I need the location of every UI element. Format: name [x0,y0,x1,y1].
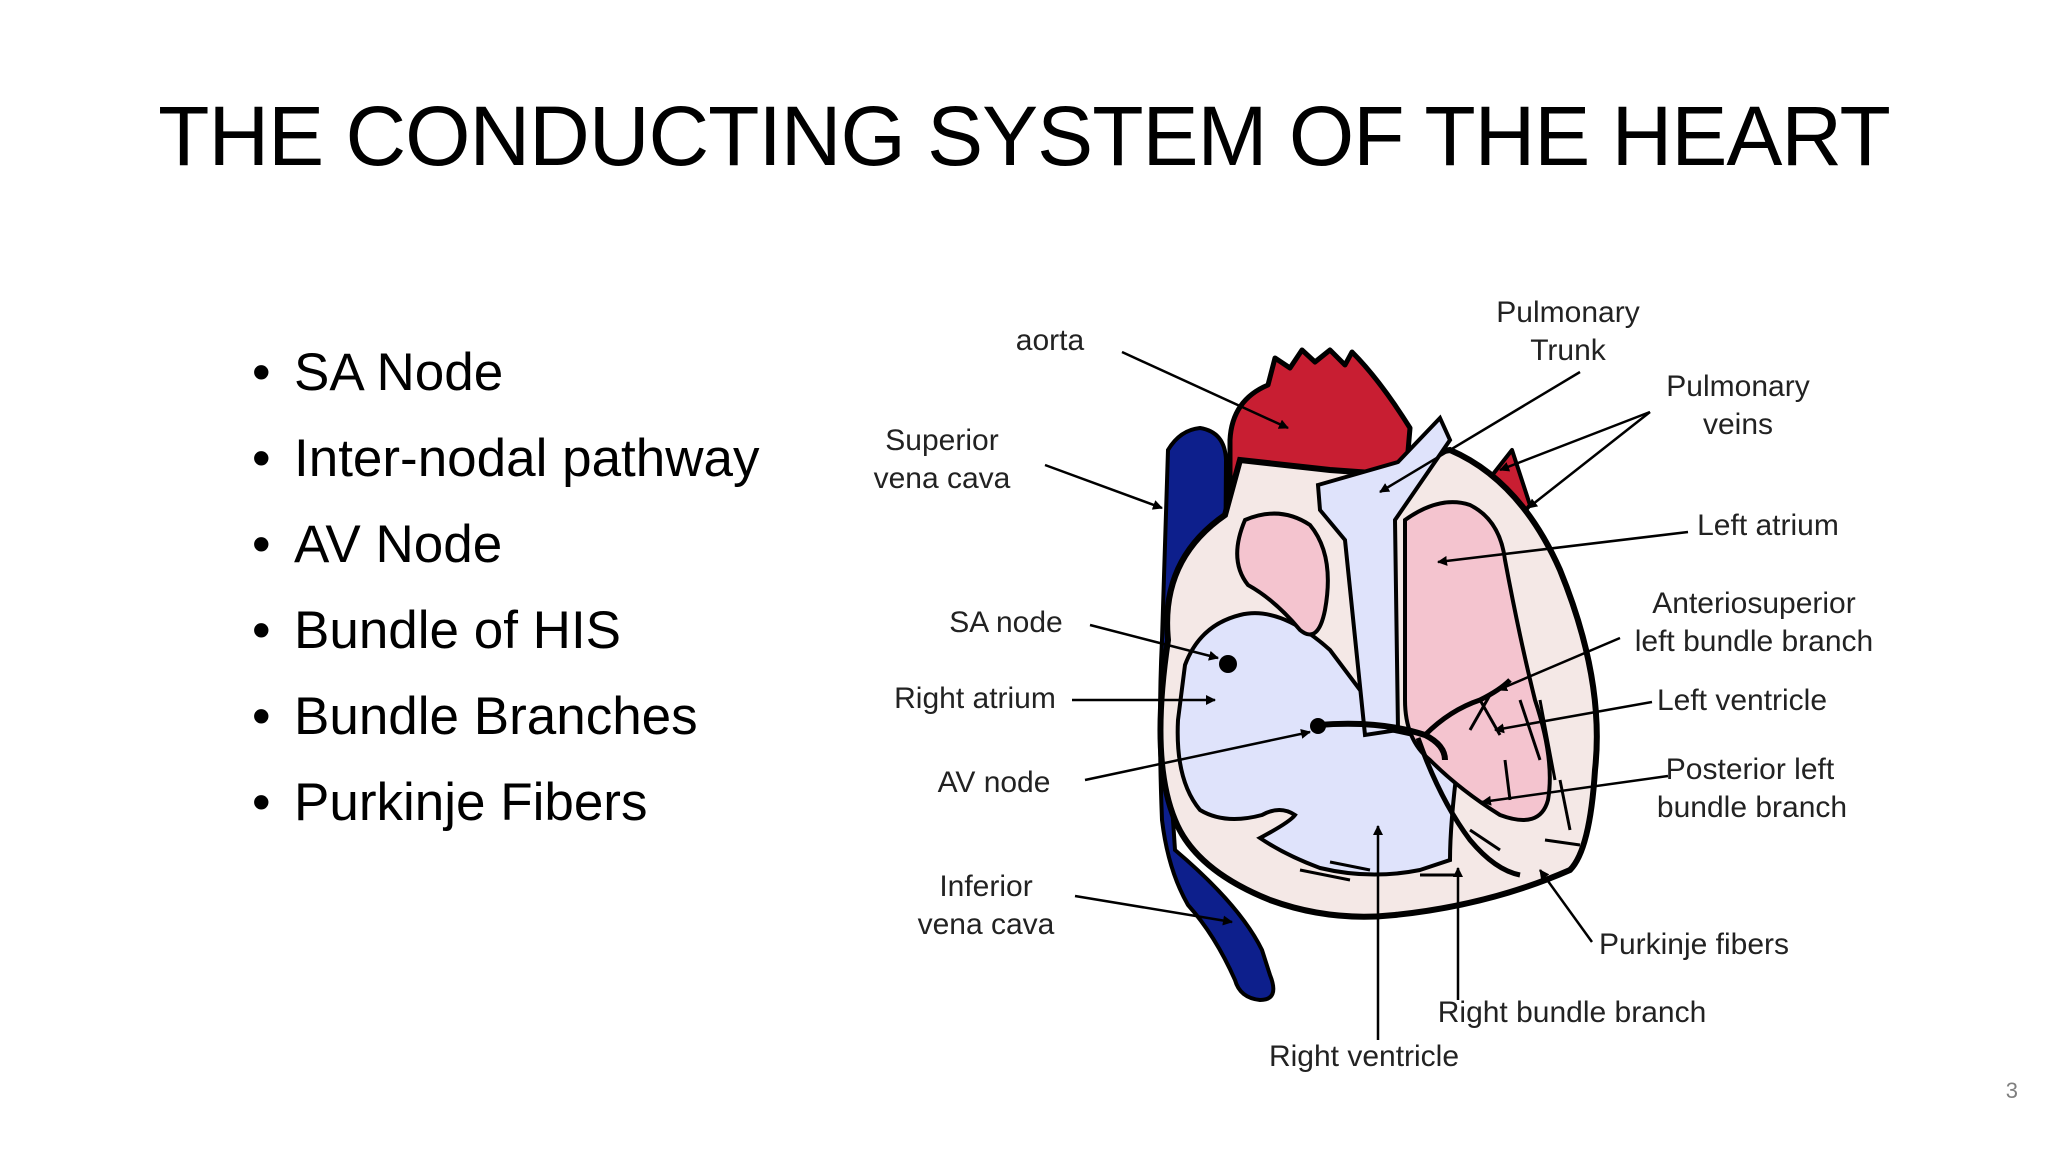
slide-title: THE CONDUCTING SYSTEM OF THE HEART [158,89,1891,183]
right-heart-chamber [1175,611,1463,877]
sa-node-dot [1219,655,1237,673]
bullet-item: Bundle of HIS [252,588,760,674]
left-atrium-lobe [1235,511,1330,637]
label-pulmonary-veins: veins [1703,408,1773,441]
bullet-item: AV Node [252,502,760,588]
bullet-item: SA Node [252,330,760,416]
label-arrows [1044,350,1689,1040]
label-anteriosuperior: Anteriosuperior [1652,587,1855,620]
label-posterior-left: bundle branch [1657,791,1847,824]
label-inferior-vena-cava: vena cava [918,908,1055,941]
label-right-atrium: Right atrium [894,682,1056,715]
label-left-ventricle: Left ventricle [1657,684,1827,717]
bullet-item: Bundle Branches [252,674,760,760]
label-av-node: AV node [938,766,1051,799]
label-pulmonary-trunk: Pulmonary [1496,296,1639,329]
label-pulmonary-veins: Pulmonary [1666,370,1809,403]
pulmonary-trunk-shape [1315,414,1453,738]
label-pulmonary-trunk: Trunk [1530,334,1607,367]
page-number: 3 [2005,1078,2018,1103]
right-bundle-branch-path [1415,737,1521,878]
label-left-atrium: Left atrium [1697,509,1839,542]
label-superior-vena-cava: vena cava [874,462,1011,495]
bullet-item: Purkinje Fibers [252,760,760,846]
bullet-list: SA Node Inter-nodal pathway AV Node Bund… [252,330,760,846]
label-anteriosuperior: left bundle branch [1635,625,1874,658]
label-posterior-left: Posterior left [1666,753,1835,786]
label-inferior-vena-cava: Inferior [939,870,1032,903]
label-purkinje-fibers: Purkinje fibers [1599,928,1789,961]
bullet-item: Inter-nodal pathway [252,416,760,502]
label-right-ventricle: Right ventricle [1269,1040,1459,1073]
label-sa-node: SA node [949,606,1062,639]
bundle-of-his [1317,720,1448,761]
label-aorta: aorta [1016,324,1085,357]
label-right-bundle-branch: Right bundle branch [1438,996,1707,1029]
label-superior-vena-cava: Superior [885,424,998,457]
av-node-dot [1310,718,1326,734]
left-heart-chamber [1403,500,1552,822]
